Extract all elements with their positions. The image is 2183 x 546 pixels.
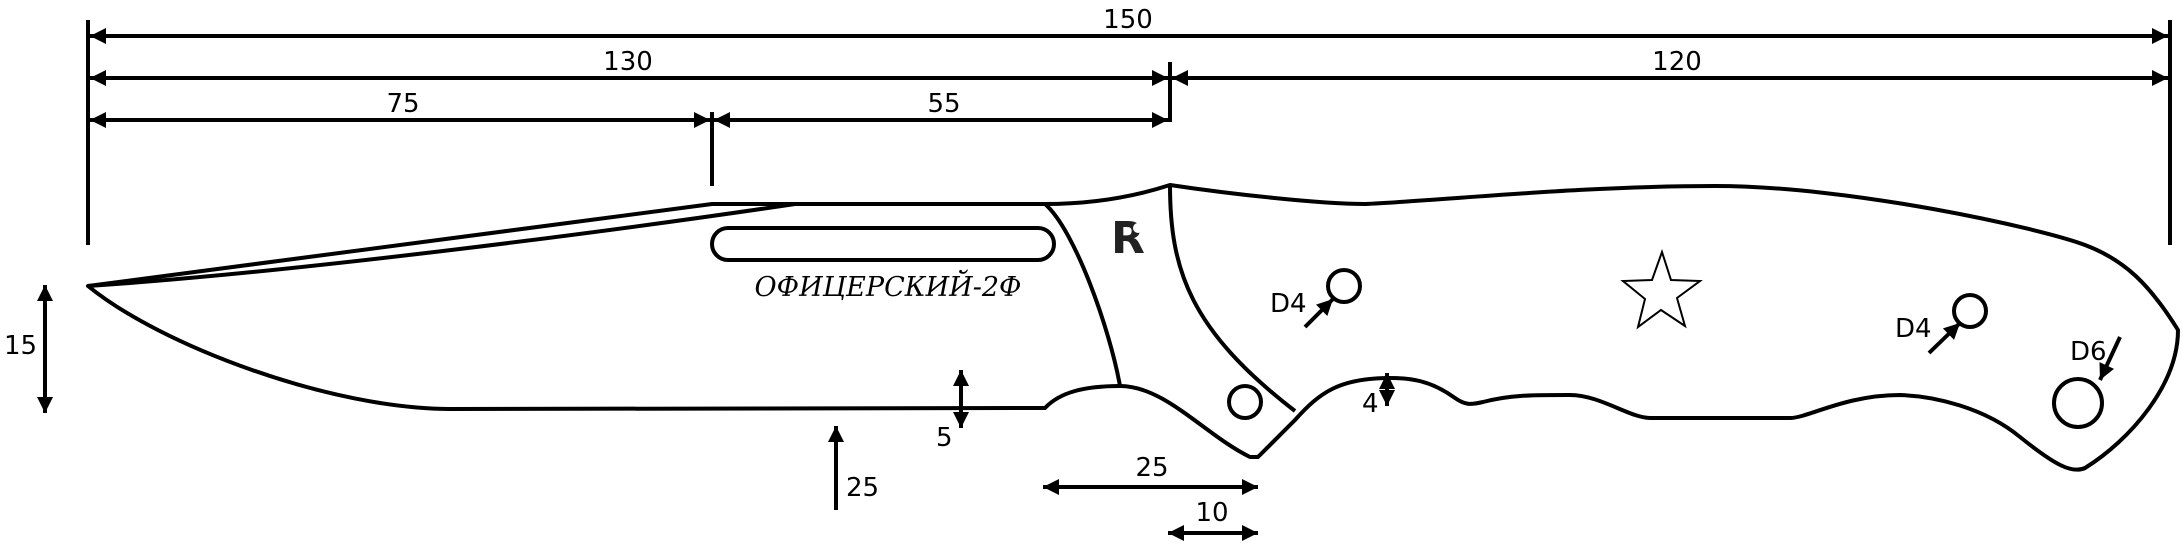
brand-logo: R (1111, 213, 1145, 264)
pivot-hole (1227, 384, 1263, 420)
hole-label-lanyard: D6 (2070, 337, 2107, 367)
hole-label-front: D4 (1270, 289, 1307, 319)
dim-label-blade-rear: 55 (927, 89, 960, 119)
dim-label-guard-rear: 10 (1195, 498, 1228, 528)
dimension-overall: 150 (90, 5, 2168, 44)
dim-label-blade: 130 (603, 47, 653, 77)
dimension-blade-length: 130 (90, 47, 1168, 86)
rear-hole (1952, 293, 1988, 329)
dim-label-handle: 120 (1652, 47, 1702, 77)
hole-label-rear: D4 (1895, 314, 1932, 344)
blade-handle-line (1043, 202, 1122, 387)
knife-outline (86, 183, 2180, 472)
handle-front-line (1168, 184, 1297, 413)
extension-lines (86, 20, 2172, 245)
model-name: ОФИЦЕРСКИЙ-2Ф (755, 269, 1022, 303)
swedge-line (87, 202, 796, 288)
star-icon (1620, 248, 1703, 330)
dim-label-overall: 150 (1103, 5, 1153, 35)
dimension-blade-front: 75 (90, 89, 710, 128)
dimension-handle-length: 120 (1172, 47, 2168, 86)
dim-label-guard-width: 25 (1135, 453, 1168, 483)
dim-label-blade-height: 15 (4, 331, 37, 361)
dim-label-guard-step: 5 (936, 423, 953, 453)
dimension-blade-rear: 55 (714, 89, 1168, 128)
lanyard-hole (2052, 377, 2104, 429)
thumb-slot (710, 226, 1056, 262)
dim-label-edge-offset: 25 (846, 473, 879, 503)
dim-label-finger-depth: 4 (1362, 389, 1379, 419)
dim-label-blade-front: 75 (386, 89, 419, 119)
logo-paw-icon (1133, 223, 1143, 233)
front-hole (1326, 268, 1362, 304)
